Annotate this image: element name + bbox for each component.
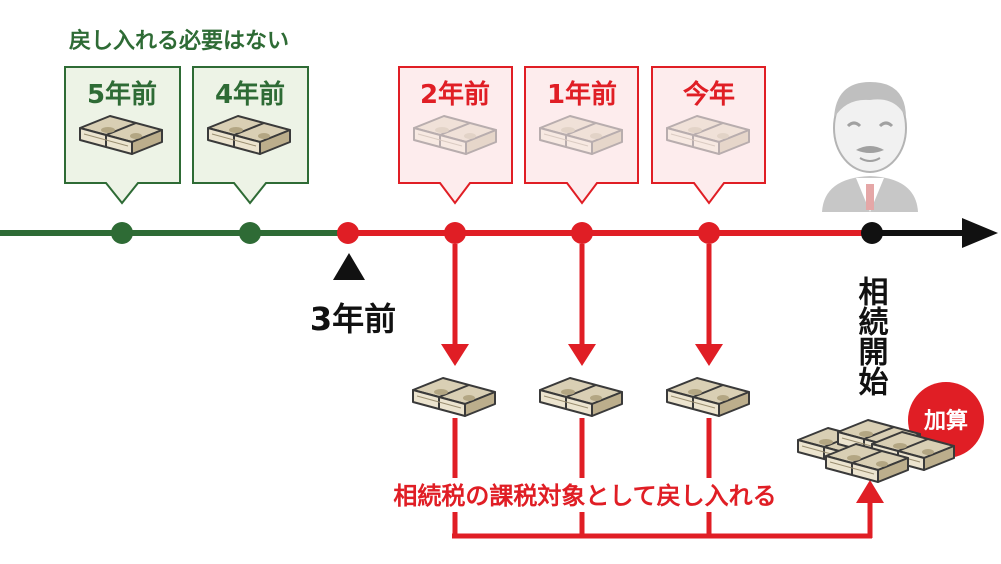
return-to-taxable-label: 相続税の課税対象として戻し入れる xyxy=(393,482,776,510)
inheritance-start-label: 相続開始 xyxy=(853,276,889,396)
return-connector xyxy=(452,418,884,539)
callout-label-1-year: 1年前 xyxy=(547,79,617,110)
callout-5-years-ago: 5年前 xyxy=(64,66,181,205)
arrow-up-icon xyxy=(856,480,884,503)
arrow-down-icon xyxy=(568,344,596,366)
arrow-right-icon xyxy=(962,218,998,248)
callout-1-year-ago: 1年前 xyxy=(524,66,639,205)
no-return-needed-label: 戻し入れる必要はない xyxy=(69,28,289,54)
money-bundle-icon xyxy=(412,377,496,417)
callout-4-years-ago: 4年前 xyxy=(192,66,309,205)
timeline-point-3-years xyxy=(337,222,359,244)
timeline-point-4-years xyxy=(239,222,261,244)
callout-label-5-years: 5年前 xyxy=(87,79,157,110)
callout-2-years-ago: 2年前 xyxy=(398,66,513,205)
arrow-down-icon xyxy=(441,344,469,366)
timeline xyxy=(0,218,998,248)
callout-label-4-years: 4年前 xyxy=(215,79,285,110)
elderly-man-icon xyxy=(822,82,918,212)
callout-this-year: 今年 xyxy=(651,66,766,205)
timeline-point-1-year xyxy=(571,222,593,244)
money-bundle-icon xyxy=(539,377,623,417)
timeline-point-this-year xyxy=(698,222,720,244)
timeline-point-inheritance xyxy=(861,222,883,244)
timeline-point-5-years xyxy=(111,222,133,244)
callout-label-2-years: 2年前 xyxy=(420,79,490,110)
money-bundle-icon xyxy=(666,377,750,417)
three-years-ago-label: 3年前 xyxy=(310,300,396,338)
down-arrows xyxy=(441,244,723,366)
arrow-down-icon xyxy=(695,344,723,366)
callout-label-this-year: 今年 xyxy=(683,79,735,110)
triangle-up-icon xyxy=(333,253,365,280)
timeline-point-2-years xyxy=(444,222,466,244)
added-badge-label: 加算 xyxy=(923,408,968,434)
